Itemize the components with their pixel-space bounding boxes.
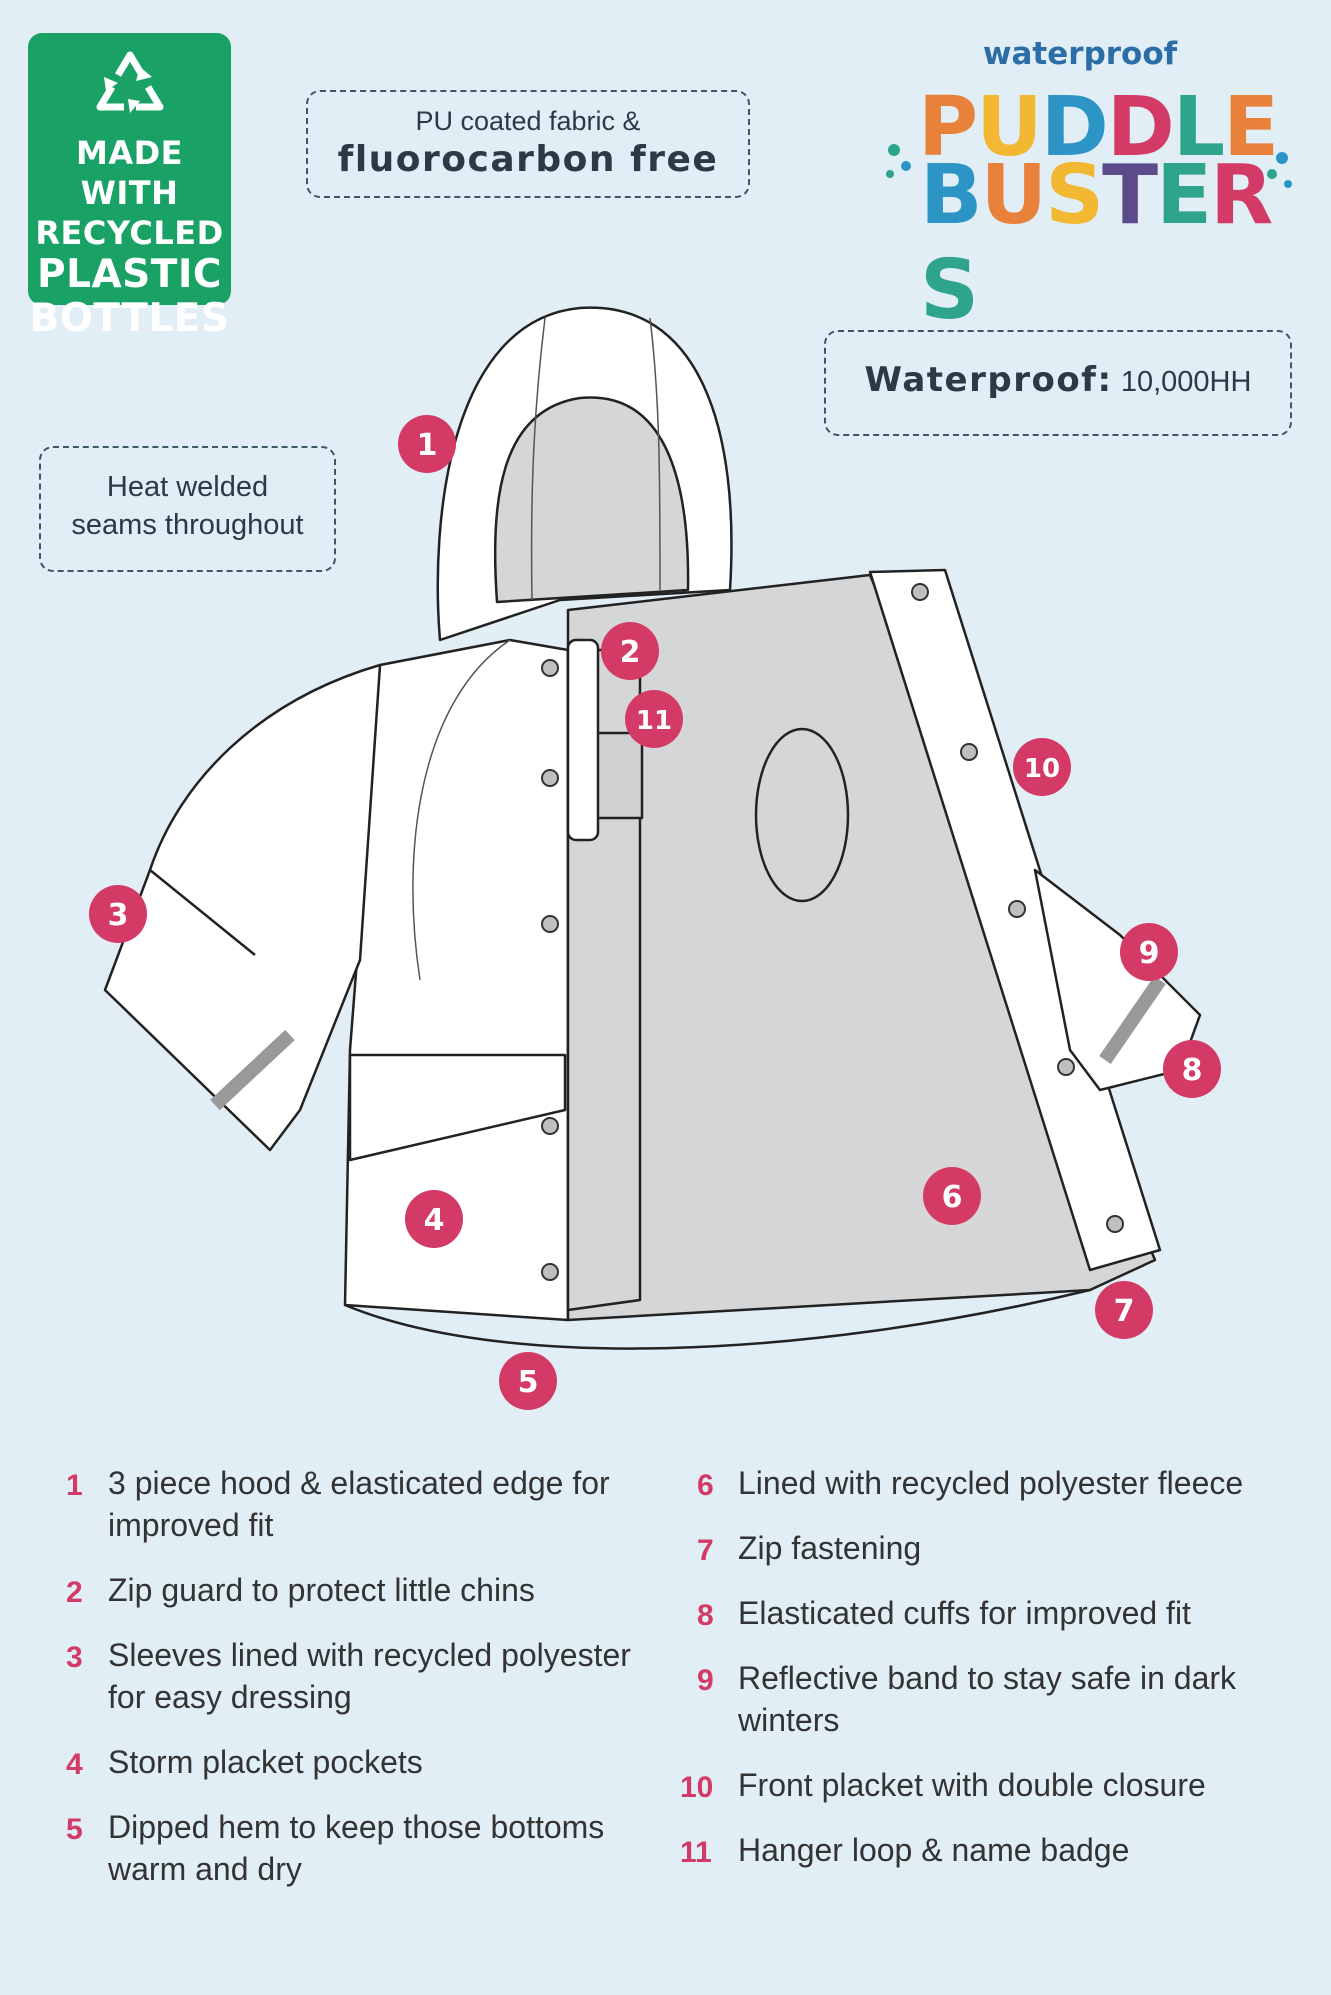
brand-word-puddle: PUDDLE bbox=[918, 80, 1279, 175]
feature-number: 5 bbox=[66, 1813, 83, 1846]
feature-number: 4 bbox=[66, 1748, 83, 1781]
marker-9: 9 bbox=[1120, 923, 1178, 981]
brand-letter: U bbox=[976, 80, 1043, 175]
feature-text: Lined with recycled polyester fleece bbox=[738, 1465, 1244, 1501]
feature-text: Zip guard to protect little chins bbox=[108, 1572, 535, 1608]
pu-coated-callout: PU coated fabric & fluorocarbon free bbox=[306, 90, 750, 198]
marker-number: 3 bbox=[108, 898, 129, 933]
splash-left-icon bbox=[886, 144, 911, 178]
brand-word-busters: BUSTERS bbox=[920, 148, 1300, 338]
marker-5: 5 bbox=[499, 1352, 557, 1410]
waterproof-rating-callout: Waterproof: 10,000HH bbox=[824, 330, 1292, 436]
brand-letter: S bbox=[1045, 148, 1104, 243]
feature-text: improved fit bbox=[108, 1507, 274, 1543]
feature-number: 11 bbox=[680, 1836, 712, 1869]
badge-line: PLASTIC bbox=[37, 252, 222, 297]
marker-number: 11 bbox=[636, 706, 672, 736]
feature-text: Sleeves lined with recycled polyester bbox=[108, 1637, 631, 1673]
brand-letter: L bbox=[1172, 80, 1225, 175]
brand-letter: E bbox=[1156, 148, 1212, 243]
marker-number: 2 bbox=[620, 635, 641, 670]
splash-right-icon bbox=[1267, 152, 1292, 188]
brand-letter: P bbox=[918, 80, 978, 175]
heat-welded-callout: Heat welded seams throughout bbox=[39, 446, 336, 572]
marker-number: 1 bbox=[417, 428, 438, 463]
feature-text: Dipped hem to keep those bottoms bbox=[108, 1809, 605, 1845]
badge-line: RECYCLED bbox=[35, 214, 224, 252]
feature-text: Hanger loop & name badge bbox=[738, 1832, 1130, 1868]
badge-text: MADE WITH RECYCLED PLASTIC BOTTLES bbox=[28, 133, 231, 341]
brand-letter: D bbox=[1106, 80, 1175, 175]
brand-letter: S bbox=[920, 243, 979, 338]
marker-number: 10 bbox=[1024, 754, 1060, 784]
marker-11: 11 bbox=[625, 690, 683, 748]
recycle-icon bbox=[96, 51, 164, 113]
feature-number: 3 bbox=[66, 1641, 83, 1674]
feature-text: Elasticated cuffs for improved fit bbox=[738, 1595, 1191, 1631]
brand-letter: T bbox=[1102, 148, 1158, 243]
feature-number: 6 bbox=[697, 1469, 714, 1502]
feature-text: 3 piece hood & elasticated edge for bbox=[108, 1465, 610, 1501]
feature-text: Front placket with double closure bbox=[738, 1767, 1206, 1803]
brand-letter: B bbox=[920, 148, 982, 243]
marker-number: 4 bbox=[424, 1203, 445, 1238]
feature-text: Zip fastening bbox=[738, 1530, 922, 1566]
marker-8: 8 bbox=[1163, 1040, 1221, 1098]
marker-1: 1 bbox=[398, 415, 456, 473]
feature-number: 8 bbox=[697, 1599, 714, 1632]
feature-number: 1 bbox=[66, 1469, 83, 1502]
feature-text: Storm placket pockets bbox=[108, 1744, 423, 1780]
waterproof-value: 10,000HH bbox=[1120, 366, 1252, 398]
feature-text: Reflective band to stay safe in dark bbox=[738, 1660, 1237, 1696]
marker-7: 7 bbox=[1095, 1281, 1153, 1339]
badge-line: MADE WITH bbox=[75, 134, 184, 212]
brand-letter: E bbox=[1223, 80, 1279, 175]
brand-logo: waterproof PUDDLE BUSTERS bbox=[880, 30, 1300, 338]
feature-number: 10 bbox=[680, 1771, 714, 1804]
feature-text: winters bbox=[738, 1702, 840, 1738]
heat-welded-line: Heat welded bbox=[106, 471, 269, 503]
feature-number: 7 bbox=[697, 1534, 714, 1567]
pu-coated-line: PU coated fabric & bbox=[415, 106, 641, 136]
marker-number: 5 bbox=[518, 1365, 539, 1400]
brand-letter: U bbox=[980, 148, 1048, 243]
feature-number: 9 bbox=[697, 1664, 714, 1697]
marker-4: 4 bbox=[405, 1190, 463, 1248]
marker-number: 8 bbox=[1182, 1053, 1203, 1088]
seams-line: seams throughout bbox=[71, 509, 304, 541]
brand-letter: R bbox=[1210, 148, 1273, 243]
marker-10: 10 bbox=[1013, 738, 1071, 796]
feature-text: for easy dressing bbox=[108, 1679, 352, 1715]
brand-letter: D bbox=[1040, 80, 1109, 175]
badge-line: BOTTLES bbox=[29, 296, 230, 341]
marker-number: 9 bbox=[1139, 936, 1160, 971]
marker-number: 6 bbox=[942, 1180, 963, 1215]
recycled-badge: MADE WITH RECYCLED PLASTIC BOTTLES bbox=[28, 33, 231, 341]
fluorocarbon-free-line: fluorocarbon free bbox=[337, 139, 719, 180]
marker-6: 6 bbox=[923, 1167, 981, 1225]
feature-text: warm and dry bbox=[108, 1851, 302, 1887]
marker-2: 2 bbox=[601, 622, 659, 680]
marker-3: 3 bbox=[89, 885, 147, 943]
waterproof-label: Waterproof: bbox=[864, 360, 1113, 400]
jacket-illustration: 1 2 3 4 5 6 7 8 9 10 11 bbox=[89, 306, 1221, 1410]
marker-number: 7 bbox=[1114, 1294, 1135, 1329]
feature-number: 2 bbox=[66, 1576, 83, 1609]
brand-subtitle: waterproof bbox=[982, 36, 1178, 72]
